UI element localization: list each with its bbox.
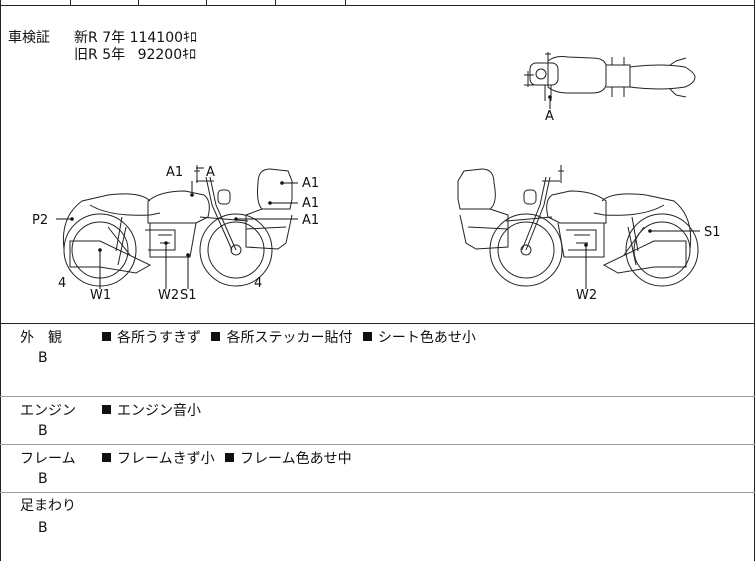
grade-engine: B (38, 423, 48, 439)
section-divider (0, 444, 755, 445)
mark-label: W1 (90, 288, 111, 303)
mark-label: A1 (302, 196, 319, 211)
items-exterior: 各所うすきず 各所ステッカー貼付 シート色あせ小 (102, 330, 482, 347)
diagram-bottom-border (0, 323, 755, 324)
new-year: 7年 (102, 30, 126, 46)
mark-label: S1 (704, 225, 721, 240)
item: フレームきず小 (117, 451, 215, 467)
section-title-frame: フレーム (20, 451, 76, 467)
registration-old: 旧R 5年 92200ｷﾛ (74, 47, 196, 64)
header-bottom-border (0, 5, 755, 6)
mark-label: A1 (166, 165, 183, 180)
header-divider (275, 0, 276, 5)
grade-suspension: B (38, 520, 48, 536)
right-view-outline (457, 165, 699, 287)
leader-lines (56, 97, 700, 289)
header-divider (138, 0, 139, 5)
mark-label: A (206, 165, 215, 180)
mark-label: A1 (302, 176, 319, 191)
items-engine: エンジン音小 (102, 403, 207, 420)
item: 各所ステッカー貼付 (226, 330, 353, 346)
old-km: 92200 (137, 47, 183, 63)
mark-label: 4 (58, 276, 66, 291)
item: フレーム色あせ中 (240, 451, 352, 467)
mark-label: A1 (302, 213, 319, 228)
old-year: 5年 (102, 47, 126, 63)
mark-label: S1 (180, 288, 197, 303)
mark-label: W2 (158, 288, 179, 303)
section-divider (0, 396, 755, 397)
items-frame: フレームきず小 フレーム色あせ中 (102, 451, 358, 468)
new-km: 114100 (129, 30, 184, 46)
section-title-exterior: 外 観 (20, 330, 62, 346)
new-prefix: 新R (74, 30, 98, 46)
header-divider (345, 0, 346, 5)
item: エンジン音小 (117, 403, 201, 419)
registration-label: 車検証 (8, 30, 50, 46)
grade-frame: B (38, 471, 48, 487)
grade-exterior: B (38, 350, 48, 366)
mark-label: W2 (576, 288, 597, 303)
header-divider (206, 0, 207, 5)
bullet-square-icon (102, 453, 111, 462)
section-title-suspension: 足まわり (20, 498, 76, 514)
motorcycle-diagram: A A1 A A1 A1 A1 P2 4 W1 W2 S1 4 S1 W2 (32, 52, 721, 303)
mark-label: A (545, 109, 554, 124)
item: シート色あせ小 (377, 330, 476, 346)
top-view-outline (524, 52, 696, 101)
left-view-outline (62, 165, 293, 287)
bullet-square-icon (362, 332, 372, 341)
new-unit: ｷﾛ (183, 30, 198, 46)
old-prefix: 旧R (74, 47, 98, 63)
bullet-square-icon (102, 405, 111, 414)
bullet-square-icon (211, 332, 221, 341)
bullet-square-icon (225, 453, 235, 462)
leader-dots (70, 95, 652, 257)
mark-label: 4 (254, 276, 262, 291)
registration-new: 新R 7年 114100ｷﾛ (74, 30, 197, 47)
section-divider (0, 492, 755, 493)
mark-label: P2 (32, 213, 48, 228)
bullet-square-icon (102, 332, 111, 341)
item: 各所うすきず (117, 330, 201, 346)
header-divider (70, 0, 71, 5)
left-border (0, 0, 1, 561)
section-title-engine: エンジン (20, 403, 76, 419)
old-unit: ｷﾛ (182, 47, 197, 63)
